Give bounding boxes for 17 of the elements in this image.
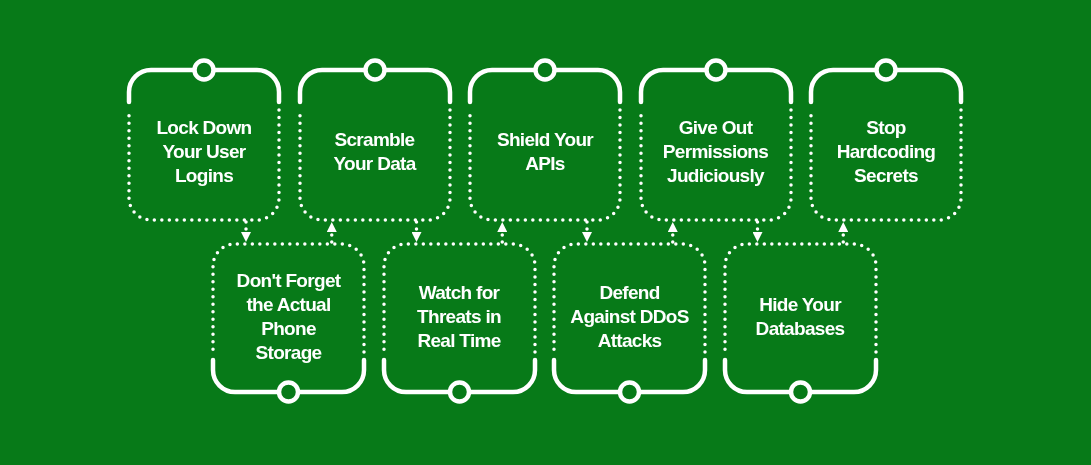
step-label: Stop Hardcoding Secrets xyxy=(835,116,937,188)
step-label: Defend Against DDoS Attacks xyxy=(569,281,690,353)
arrow xyxy=(582,220,592,244)
step-label: Scramble Your Data xyxy=(332,128,418,176)
arrow xyxy=(411,220,422,244)
step-label: Hide Your Databases xyxy=(754,293,846,341)
arrow xyxy=(752,220,763,244)
arrow xyxy=(667,220,678,244)
step-label: Give Out Permissions Judiciously xyxy=(661,116,770,188)
step-label: Shield Your APIs xyxy=(495,128,595,176)
step-label: Don't Forget the Actual Phone Storage xyxy=(235,269,342,365)
arrow xyxy=(838,220,849,244)
step-label: Lock Down Your User Logins xyxy=(155,116,253,188)
arrow xyxy=(241,220,251,244)
step-label: Watch for Threats in Real Time xyxy=(416,281,502,353)
arrow xyxy=(326,220,337,244)
arrow xyxy=(497,220,508,244)
